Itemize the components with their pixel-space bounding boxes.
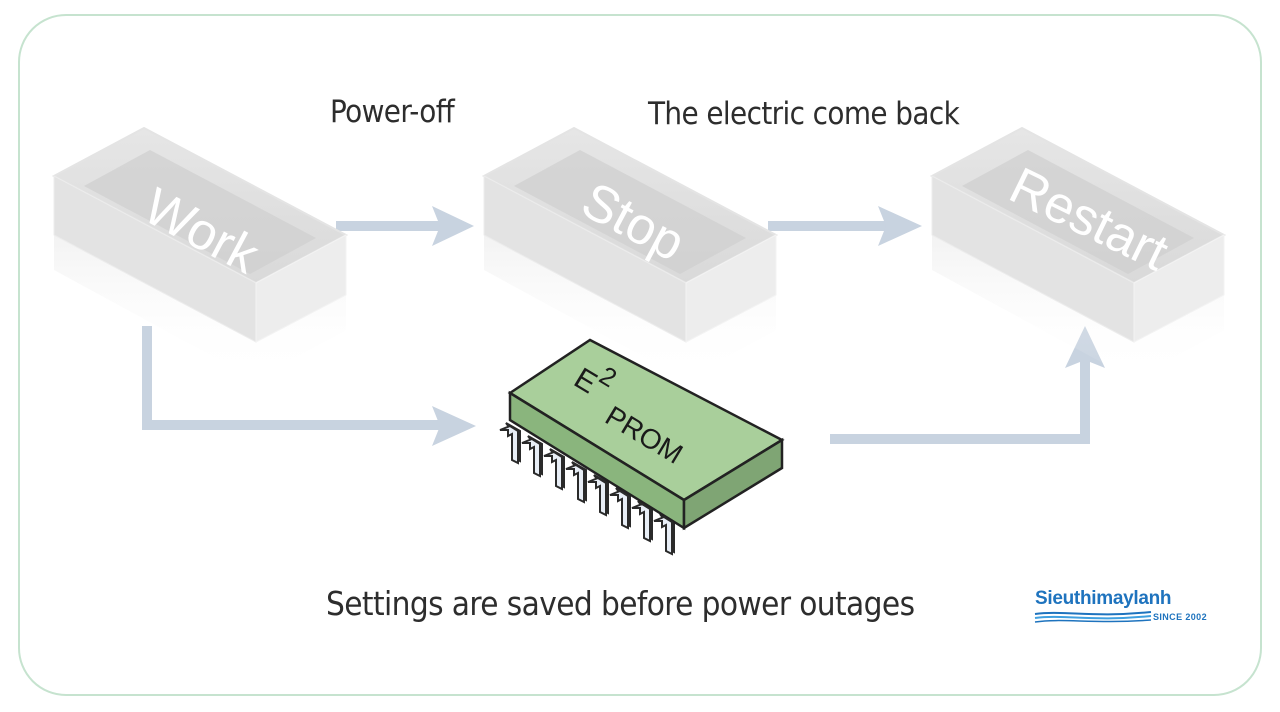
arrow-eeprom-to-restart [830, 326, 1105, 444]
restart-block: Restart [929, 126, 1227, 380]
brand-logo: Sieuthimaylanh SINCE 2002 [1033, 588, 1211, 628]
diagram-frame [18, 14, 1262, 696]
brand-logo-tagline: SINCE 2002 [1152, 612, 1207, 622]
brand-logo-name: Sieuthimaylanh [1035, 588, 1172, 609]
arrow-work-to-eeprom [142, 326, 476, 446]
arrow-stop-to-restart [768, 206, 922, 246]
arrow-work-to-stop [336, 206, 474, 246]
power-off-label: Power-off [330, 94, 455, 130]
work-block: Work [51, 126, 349, 380]
stop-block: Stop [481, 126, 779, 380]
electric-come-back-label: The electric come back [648, 96, 960, 132]
eeprom-chip: E 2 PROM [499, 338, 785, 556]
settings-saved-caption: Settings are saved before power outages [326, 584, 915, 623]
brand-waves-icon [1034, 611, 1152, 623]
